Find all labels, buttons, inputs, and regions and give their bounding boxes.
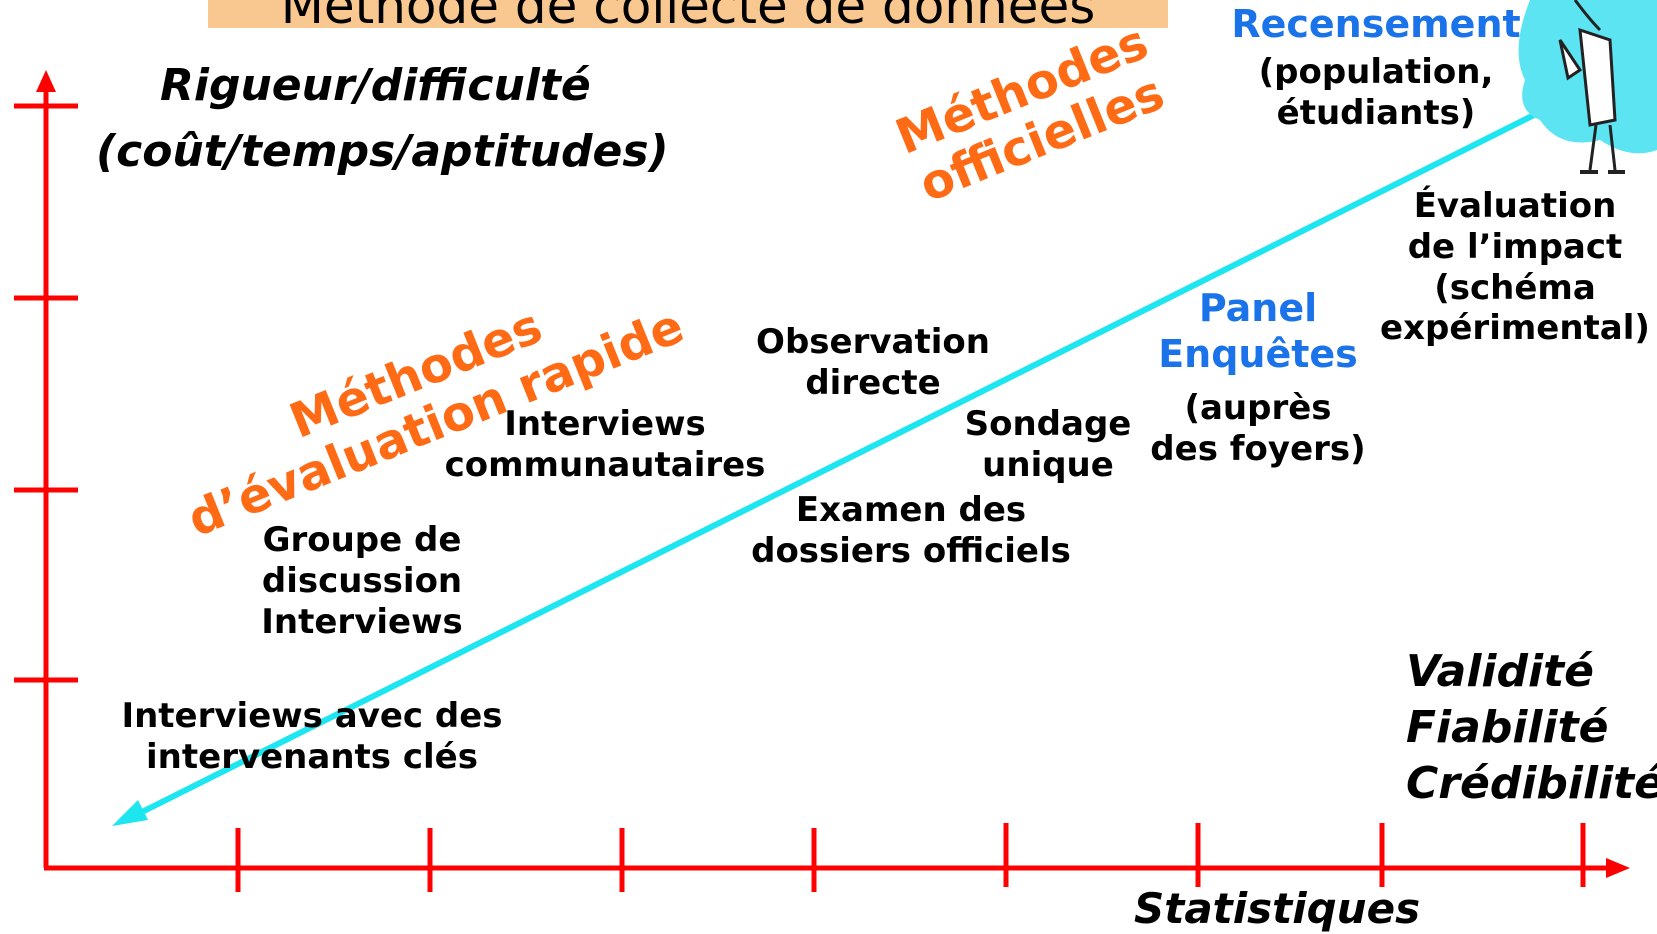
method-direct-observation: Observation directe [748, 322, 998, 404]
quality-label-validity: Validité [1406, 646, 1594, 697]
method-focus-group-line3: Interviews [261, 601, 463, 642]
method-impact-line4: expérimental) [1380, 308, 1650, 349]
method-focus-group-line2: discussion [261, 560, 463, 601]
method-key-informants: Interviews avec des intervenants clés [112, 696, 512, 778]
y-axis [14, 70, 78, 868]
title-banner [208, 0, 1168, 28]
quality-label-credibility: Crédibilité [1406, 758, 1657, 809]
diagonal-arrow [112, 109, 1542, 826]
scientist-icon [1518, 0, 1657, 174]
method-survey-line1: Sondage [964, 404, 1132, 444]
method-census: Recensement [1231, 2, 1521, 46]
method-focus-group-line1: Groupe de [262, 520, 462, 560]
method-panel-households-line2: des foyers) [1150, 428, 1366, 469]
method-impact-line3: (schéma [1434, 267, 1596, 308]
method-census-detail: (population, étudiants) [1226, 52, 1526, 134]
method-key-informants-line1: Interviews avec des [121, 696, 503, 736]
method-single-survey: Sondage unique [958, 404, 1138, 486]
method-panel-line1: Panel [1198, 286, 1318, 330]
method-observation-line2: directe [805, 362, 941, 403]
method-impact-line2: de l’impact [1407, 226, 1623, 267]
method-focus-group: Groupe de discussion Interviews [222, 520, 502, 642]
x-axis [44, 823, 1630, 892]
method-community-line1: Interviews [504, 404, 706, 444]
method-survey-line2: unique [982, 444, 1114, 485]
method-panel-households-line1: (auprès [1184, 388, 1332, 428]
method-key-informants-line2: intervenants clés [146, 736, 478, 777]
method-panel-households: (auprès des foyers) [1148, 388, 1368, 470]
method-impact-line1: Évaluation [1413, 186, 1617, 226]
method-community-interviews: Interviews communautaires [440, 404, 770, 486]
method-records-line2: dossiers officiels [751, 530, 1071, 571]
y-axis-label-line1: Rigueur/difficulté [160, 60, 591, 111]
method-community-line2: communautaires [444, 444, 766, 485]
method-census-line2: étudiants) [1276, 92, 1476, 133]
method-observation-line1: Observation [756, 322, 990, 362]
y-axis-label-line2: (coût/temps/aptitudes) [96, 126, 669, 177]
quality-label-reliability: Fiabilité [1406, 702, 1609, 753]
page-title: Méthode de collecte de données [280, 0, 1096, 35]
method-panel-surveys: Panel Enquêtes [1148, 286, 1368, 377]
method-panel-line2: Enquêtes [1158, 331, 1358, 376]
method-records-review: Examen des dossiers officiels [746, 490, 1076, 572]
method-impact-evaluation: Évaluation de l’impact (schéma expérimen… [1370, 186, 1657, 349]
method-census-line1: (population, [1258, 52, 1494, 92]
x-axis-label: Statistiques [1134, 884, 1421, 933]
method-records-line1: Examen des [795, 490, 1027, 530]
